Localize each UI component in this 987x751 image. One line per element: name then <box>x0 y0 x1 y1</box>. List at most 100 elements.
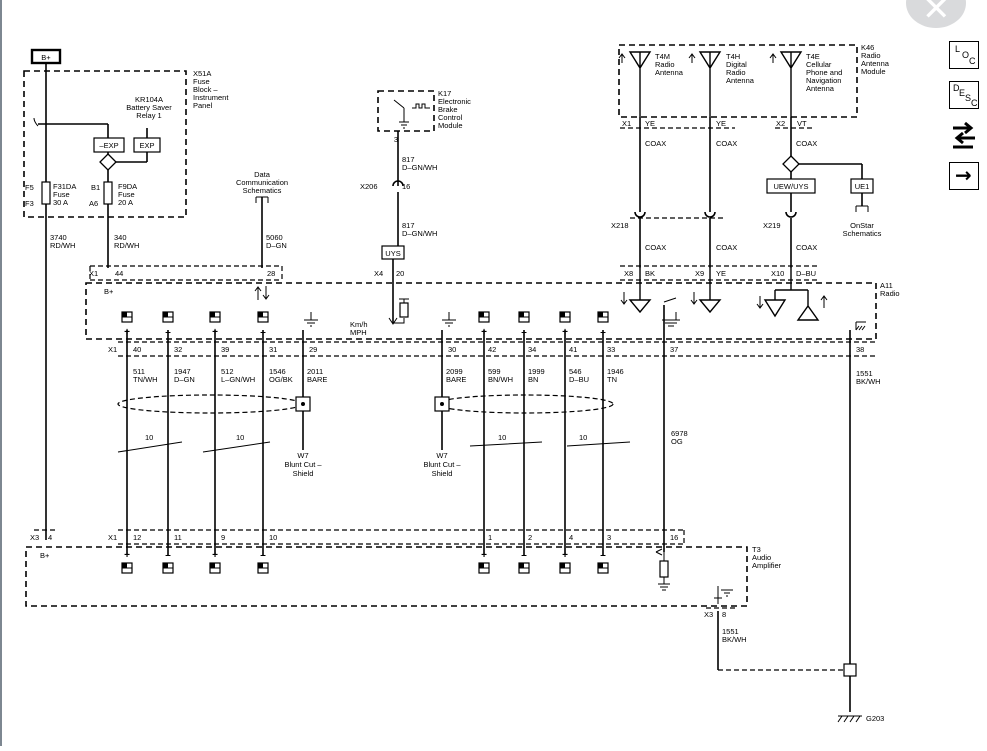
antenna-signal-arrow-0 <box>618 53 626 63</box>
amp-sign-3: – <box>260 550 266 561</box>
jack-fill <box>163 312 168 317</box>
svg-text:20: 20 <box>396 269 404 278</box>
radio-speaker-outputs <box>121 311 609 323</box>
radio-pin-39: 39 <box>221 345 229 354</box>
svg-text:D–BU: D–BU <box>796 269 816 278</box>
svg-text:X4: X4 <box>374 269 383 278</box>
wire-number-w1999: 1999 <box>528 367 545 376</box>
location-view-button[interactable]: L O C <box>949 41 979 69</box>
amp-pin-2: 2 <box>528 533 532 542</box>
amp-jack-2 <box>209 562 221 574</box>
svg-text:RD/WH: RD/WH <box>50 241 75 250</box>
next-page-button[interactable]: → <box>949 162 979 190</box>
svg-text:Radio: Radio <box>861 51 881 60</box>
svg-text:Schematics: Schematics <box>243 186 282 195</box>
amp-jack-5 <box>518 562 530 574</box>
svg-text:3: 3 <box>394 135 398 144</box>
jack-fill <box>598 563 603 568</box>
jack-fill <box>519 312 524 317</box>
radio-pin-30: 30 <box>448 345 456 354</box>
wire-number-w511: 511 <box>133 367 145 376</box>
radio-antenna-symbols <box>620 268 828 321</box>
svg-text:Audio: Audio <box>752 553 771 562</box>
svg-text:Blunt Cut –: Blunt Cut – <box>284 460 322 469</box>
svg-text:RD/WH: RD/WH <box>114 241 139 250</box>
svg-text:Panel: Panel <box>193 101 213 110</box>
jack-fill <box>479 312 484 317</box>
amp-sign-6: + <box>562 550 568 561</box>
radio-jack-2 <box>209 311 221 323</box>
svg-text:G203: G203 <box>866 714 884 723</box>
svg-text:Radio: Radio <box>880 289 900 298</box>
amp-pin-16: 16 <box>670 533 678 542</box>
svg-text:BK: BK <box>645 269 655 278</box>
antenna-module-outline <box>618 44 858 118</box>
amp-sign-0: + <box>124 550 130 561</box>
shield-ellipse-left <box>117 394 303 414</box>
remote-enable-resistor <box>659 560 669 578</box>
svg-text:Antenna: Antenna <box>806 84 835 93</box>
svg-text:COAX: COAX <box>796 243 817 252</box>
amp-jack-3 <box>257 562 269 574</box>
jack-fill <box>122 563 127 568</box>
svg-text:T3: T3 <box>752 545 761 554</box>
svg-text:Electronic: Electronic <box>438 97 471 106</box>
svg-text:W7: W7 <box>297 451 308 460</box>
desc-letter-e: E <box>959 88 966 98</box>
svg-text:D–GN/WH: D–GN/WH <box>402 229 437 238</box>
svg-text:W7: W7 <box>436 451 447 460</box>
amp-pin-12: 12 <box>133 533 141 542</box>
jack-fill <box>598 312 603 317</box>
amp-pin-9: 9 <box>221 533 225 542</box>
wire-number-w1946: 1946 <box>607 367 624 376</box>
amp-jack-1 <box>162 562 174 574</box>
svg-text:Km/h: Km/h <box>350 320 368 329</box>
loc-letter-c: C <box>969 56 976 66</box>
fuse-block-outline <box>23 70 187 218</box>
svg-text:Amplifier: Amplifier <box>752 561 782 570</box>
amp-sign-4: + <box>481 550 487 561</box>
svg-text:–EXP: –EXP <box>99 141 118 150</box>
svg-text:8: 8 <box>722 610 726 619</box>
svg-text:BK/WH: BK/WH <box>722 635 747 644</box>
description-view-button[interactable]: D E S C <box>949 81 979 109</box>
radio-pin-41: 41 <box>569 345 577 354</box>
wire-color-w1946: TN <box>607 375 617 384</box>
svg-text:Brake: Brake <box>438 105 458 114</box>
connector-view-button[interactable] <box>949 119 979 149</box>
amp-jack-7 <box>597 562 609 574</box>
svg-text:COAX: COAX <box>716 243 737 252</box>
svg-text:X1: X1 <box>108 533 117 542</box>
svg-text:T4E: T4E <box>806 52 820 61</box>
svg-text:YE: YE <box>645 119 655 128</box>
svg-text:YE: YE <box>716 269 726 278</box>
svg-text:X1: X1 <box>622 119 631 128</box>
svg-text:Phone and: Phone and <box>806 68 842 77</box>
svg-text:D–GN: D–GN <box>266 241 287 250</box>
radio-antenna-input-1 <box>698 268 722 314</box>
svg-text:1551: 1551 <box>722 627 739 636</box>
amplifier-outline <box>25 546 748 607</box>
svg-text:D–GN/WH: D–GN/WH <box>402 163 437 172</box>
svg-text:Fuse: Fuse <box>53 190 70 199</box>
jack-fill <box>519 563 524 568</box>
fuse-f31da <box>41 181 51 205</box>
svg-text:A6: A6 <box>89 199 98 208</box>
svg-text:Antenna: Antenna <box>861 59 890 68</box>
wire-color-w512: L–GN/WH <box>221 375 255 384</box>
radio-jack-4 <box>478 311 490 323</box>
wire-number-w599: 599 <box>488 367 501 376</box>
svg-text:Navigation: Navigation <box>806 76 841 85</box>
relay-diamond <box>99 153 117 171</box>
antenna-element-2 <box>779 51 803 117</box>
left-edge-border <box>0 0 2 746</box>
svg-text:X3: X3 <box>30 533 39 542</box>
svg-text:Antenna: Antenna <box>655 68 684 77</box>
wire-color-w2011: BARE <box>307 375 327 384</box>
svg-text:EXP: EXP <box>139 141 154 150</box>
speed-signal-resistor <box>399 302 409 318</box>
svg-text:X206: X206 <box>360 182 378 191</box>
loc-letter-l: L <box>955 44 961 54</box>
radio-jack-6 <box>559 311 571 323</box>
